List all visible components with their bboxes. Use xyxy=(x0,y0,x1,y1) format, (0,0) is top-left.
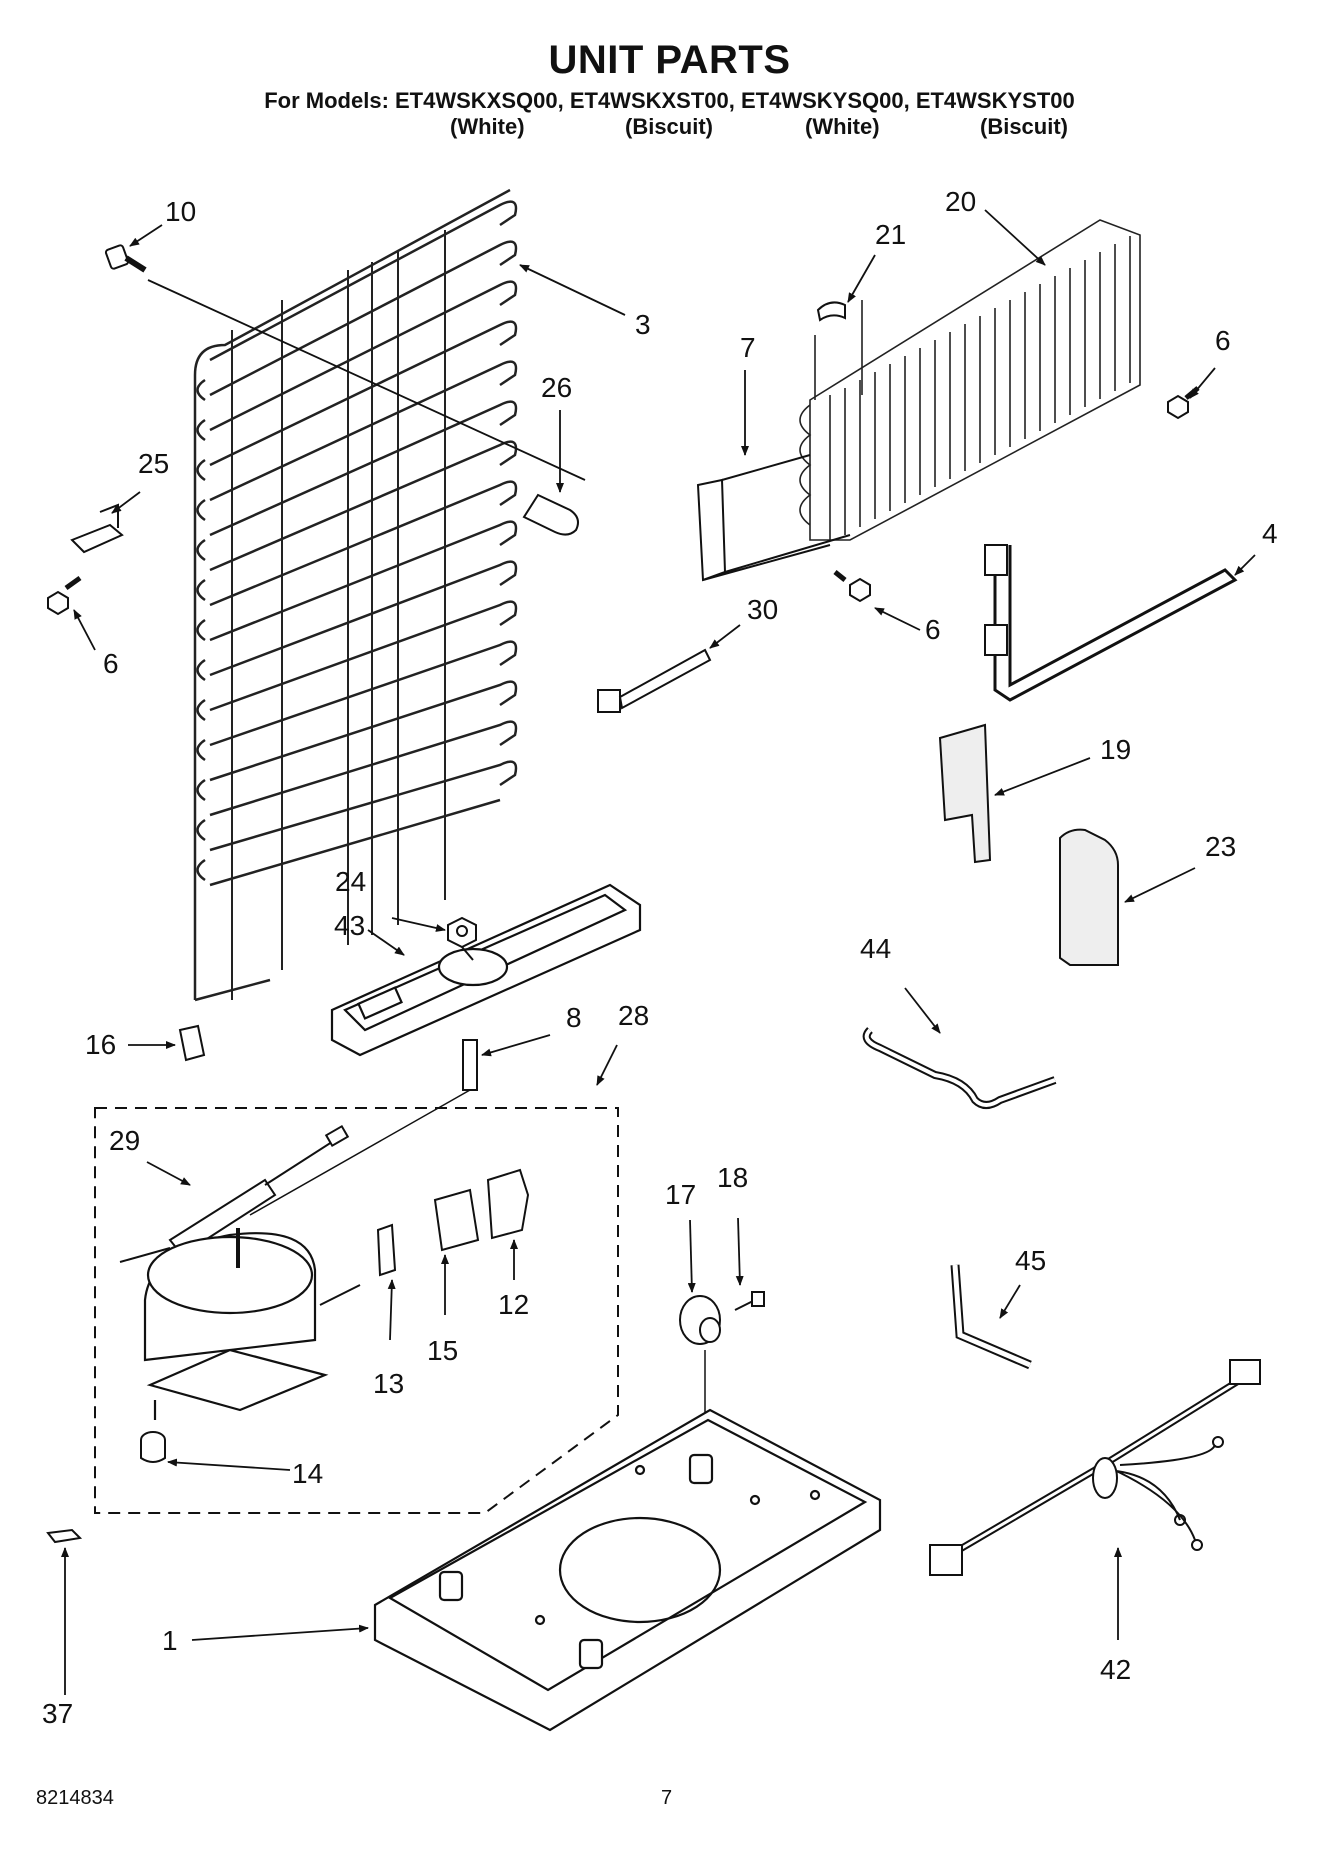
screw-6-left-part xyxy=(47,575,82,616)
screw-6-bottom-part xyxy=(833,570,871,603)
callout-17: 17 xyxy=(665,1179,697,1210)
nut-24-part xyxy=(447,916,477,961)
evaporator-part xyxy=(799,219,1141,541)
callout-6-bottom: 6 xyxy=(925,614,941,645)
callout-15: 15 xyxy=(427,1335,459,1366)
drain-pan-part xyxy=(330,883,642,1057)
callout-1: 1 xyxy=(162,1625,178,1656)
callout-45: 45 xyxy=(1015,1245,1047,1276)
callout-28: 28 xyxy=(618,1000,650,1031)
callout-20: 20 xyxy=(945,186,977,217)
cover-12-part xyxy=(486,1168,530,1240)
tie-strap-part xyxy=(597,648,712,713)
callout-14: 14 xyxy=(292,1458,324,1489)
callout-25: 25 xyxy=(138,448,170,479)
models-line: For Models: ET4WSKXSQ00, ET4WSKXST00, ET… xyxy=(264,88,1075,113)
tube-8-part xyxy=(249,1039,478,1216)
callout-19: 19 xyxy=(1100,734,1132,765)
callout-43: 43 xyxy=(334,910,366,941)
callout-12: 12 xyxy=(498,1289,530,1320)
condenser-coil xyxy=(193,188,518,1002)
callout-24: 24 xyxy=(335,866,367,897)
foam-block-23-part xyxy=(1059,828,1119,966)
leader-line-10 xyxy=(147,279,586,481)
evaporator-cover-part xyxy=(696,454,851,582)
callout-18: 18 xyxy=(717,1162,749,1193)
base-pan-part xyxy=(373,1408,882,1732)
callout-7: 7 xyxy=(740,332,756,363)
callout-42: 42 xyxy=(1100,1654,1132,1685)
callout-21: 21 xyxy=(875,219,907,250)
callout-13: 13 xyxy=(373,1368,405,1399)
color-label-4: (Biscuit) xyxy=(980,114,1068,139)
callout-3: 3 xyxy=(635,309,651,340)
callout-8: 8 xyxy=(566,1002,582,1033)
callout-16: 16 xyxy=(85,1029,117,1060)
color-label-1: (White) xyxy=(450,114,525,139)
callout-29: 29 xyxy=(109,1125,141,1156)
overload-13-part xyxy=(319,1223,397,1306)
color-label-2: (Biscuit) xyxy=(625,114,713,139)
drain-tube-44-part xyxy=(862,1027,1057,1109)
foam-block-19-part xyxy=(938,723,992,864)
grommet-14-part xyxy=(140,1431,166,1463)
relay-15-part xyxy=(433,1188,480,1252)
compressor-part xyxy=(143,1228,329,1420)
color-label-3: (White) xyxy=(805,114,880,139)
roller-17-part xyxy=(679,1295,721,1440)
callout-6-left: 6 xyxy=(103,648,119,679)
heater-21-part xyxy=(816,301,846,322)
callout-26: 26 xyxy=(541,372,573,403)
callout-23: 23 xyxy=(1205,831,1237,862)
callout-arrows xyxy=(61,209,1256,1695)
callout-37: 37 xyxy=(42,1698,74,1729)
screw-18-part xyxy=(734,1291,765,1311)
page-number: 7 xyxy=(661,1787,673,1809)
clip-37-part xyxy=(46,1528,83,1544)
condenser-wires xyxy=(231,230,446,1000)
callout-6-right: 6 xyxy=(1215,325,1231,356)
pin-26-part xyxy=(522,493,579,536)
page-title: UNIT PARTS xyxy=(548,38,791,82)
callout-10: 10 xyxy=(165,196,197,227)
document-number: 8214834 xyxy=(36,1787,114,1809)
callout-4: 4 xyxy=(1262,518,1278,549)
callout-30: 30 xyxy=(747,594,779,625)
clip-16-part xyxy=(178,1024,206,1062)
defrost-heater-part xyxy=(984,544,1238,702)
callout-44: 44 xyxy=(860,933,892,964)
screw-10-part xyxy=(104,244,147,273)
wire-harness-part xyxy=(929,1359,1261,1576)
